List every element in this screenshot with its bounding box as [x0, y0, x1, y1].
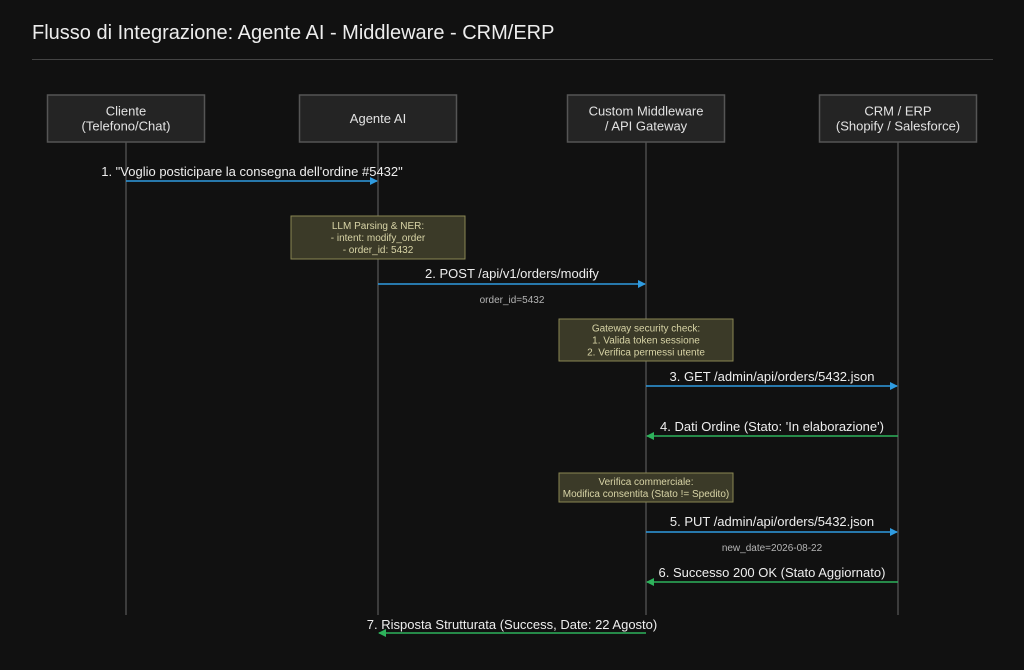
note-line: LLM Parsing & NER: [332, 221, 424, 232]
participant-label-crm: (Shopify / Salesforce) [836, 119, 960, 134]
participant-box-crm [818, 94, 978, 143]
message-label: 3. GET /admin/api/orders/5432.json [670, 369, 875, 384]
note-line: - order_id: 5432 [343, 245, 414, 256]
note-line: Verifica commerciale: [598, 477, 693, 488]
note-box [290, 215, 466, 260]
participant-box-cliente [46, 94, 206, 143]
participant-box-agente [298, 94, 458, 143]
participant-label-cliente: Cliente [106, 104, 146, 119]
diagram-title: Flusso di Integrazione: Agente AI - Midd… [32, 22, 555, 44]
message-label: 2. POST /api/v1/orders/modify [425, 266, 599, 281]
note-line: Gateway security check: [592, 324, 700, 335]
message-param: order_id=5432 [480, 295, 545, 306]
participant-label-agente: Agente AI [350, 111, 406, 126]
participant-label-crm: CRM / ERP [864, 104, 931, 119]
note-line: Modifica consentita (Stato != Spedito) [563, 489, 729, 500]
note-box [558, 472, 734, 503]
note-line: 2. Verifica permessi utente [587, 348, 705, 359]
note-line: 1. Valida token sessione [592, 336, 700, 347]
message-label: 5. PUT /admin/api/orders/5432.json [670, 514, 874, 529]
message-param: new_date=2026-08-22 [722, 543, 823, 554]
message-label: 1. "Voglio posticipare la consegna dell'… [101, 164, 403, 179]
note-box [558, 318, 734, 362]
message-label: 6. Successo 200 OK (Stato Aggiornato) [659, 565, 886, 580]
message-label: 7. Risposta Strutturata (Success, Date: … [367, 617, 657, 632]
participant-label-cliente: (Telefono/Chat) [82, 119, 171, 134]
title-divider [32, 59, 993, 60]
participant-box-middleware [566, 94, 726, 143]
participant-label-middleware: / API Gateway [605, 119, 688, 134]
note-line: - intent: modify_order [331, 233, 426, 244]
message-label: 4. Dati Ordine (Stato: 'In elaborazione'… [660, 419, 884, 434]
participant-label-middleware: Custom Middleware [589, 104, 704, 119]
